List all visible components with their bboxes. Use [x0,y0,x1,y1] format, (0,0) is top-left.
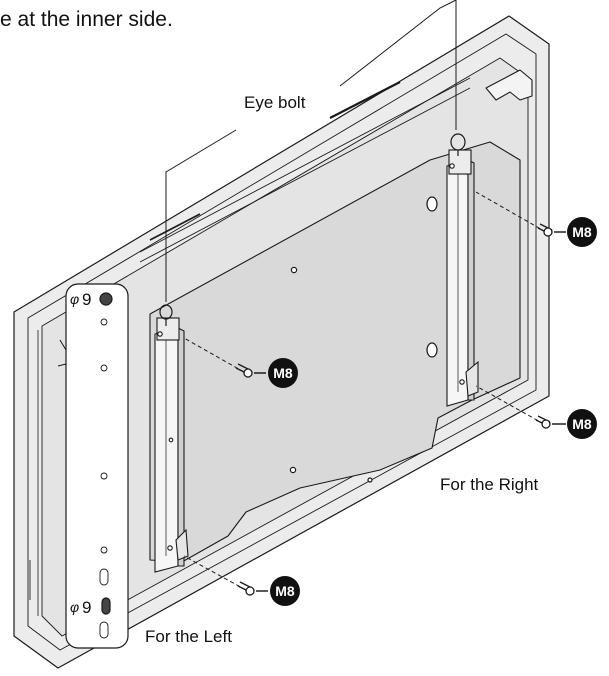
phi-symbol-bottom: φ [70,599,79,615]
hole-size-top: 9 [82,290,91,309]
left-bracket [154,317,189,573]
badge-top-right: M8 [554,217,597,247]
badge-bottom-right: M8 [552,409,597,439]
badge-mid-left: M8 [254,358,298,388]
right-bracket [446,149,479,407]
bolt-size-bottom-left: M8 [275,583,295,599]
instruction-text: e at the inner side. [0,8,173,31]
for-right-label: For the Right [440,475,539,494]
phi-symbol-top: φ [70,291,79,307]
screws [183,191,547,591]
bolt-size-mid-left: M8 [273,365,293,381]
panel-back-area [149,141,521,563]
handle [485,69,533,101]
eye-bolt-right [450,133,466,156]
eye-bolt-left [159,304,173,326]
eye-bolt-label: Eye bolt [244,93,306,112]
eye-bolt-leader [165,0,457,302]
hole-size-bottom: 9 [82,598,91,617]
badge-bottom-left: M8 [256,576,300,606]
hole-template [65,283,129,649]
bolt-size-top-right: M8 [572,224,592,240]
bolt-size-bottom-right: M8 [572,416,592,432]
screw-icons [235,223,553,596]
for-left-label: For the Left [145,627,232,646]
